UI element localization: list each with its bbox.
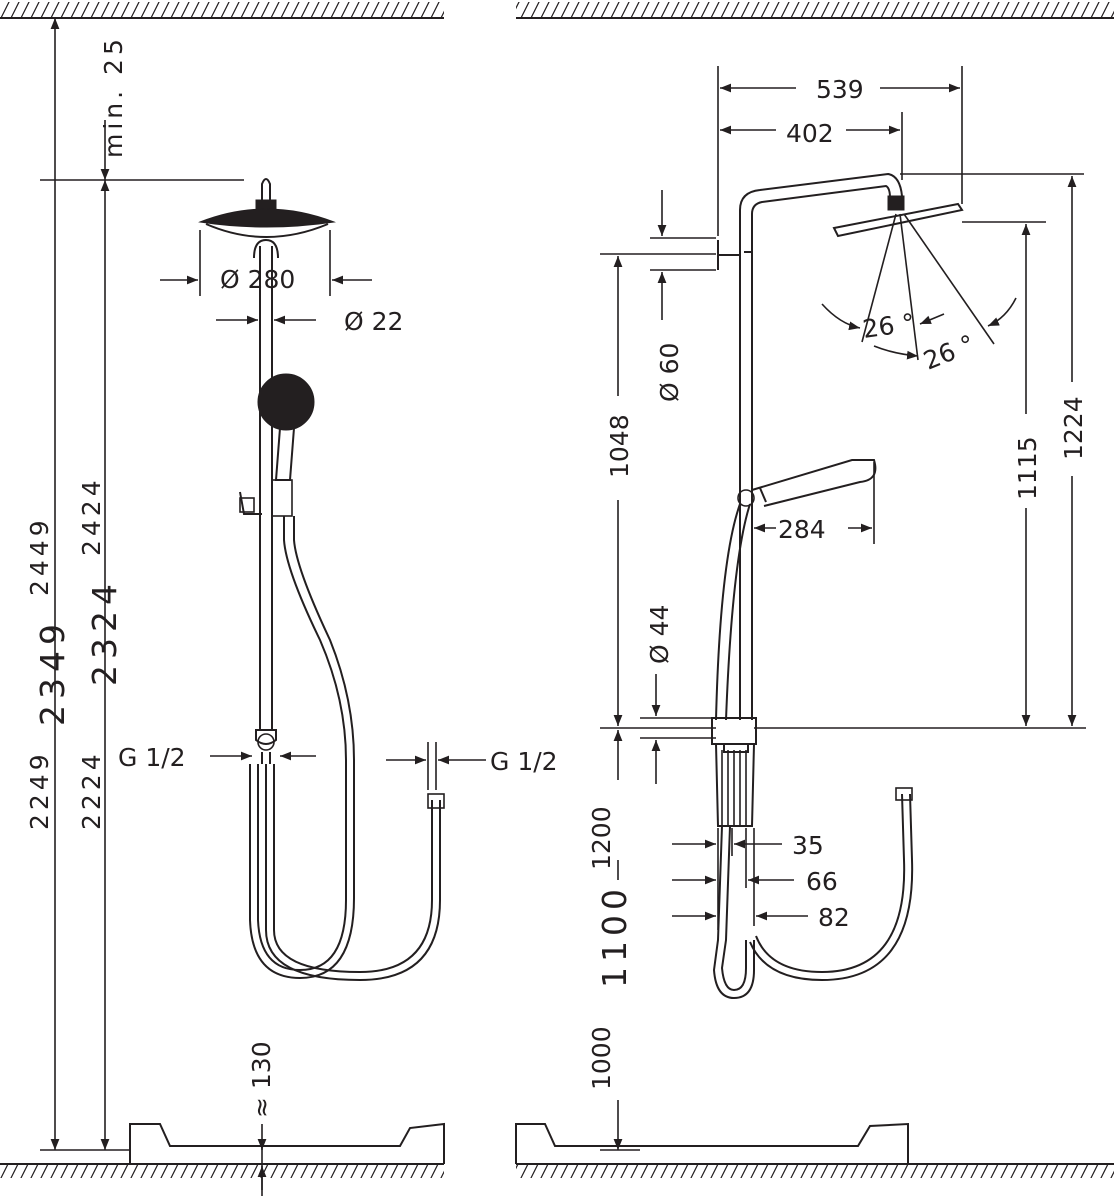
dim-nominal-height-b: 2324	[85, 578, 124, 686]
dim-nominal-height-a: 2349	[33, 618, 72, 726]
left-shower-tray	[129, 1122, 445, 1164]
left-shower-assembly	[198, 178, 445, 982]
dim-arm-to-head: 402	[786, 119, 834, 148]
dim-wall-distance: ≈ 130	[247, 1041, 276, 1118]
dim-connection-left: G 1/2	[118, 743, 186, 772]
dim-total-height-a: 2449	[25, 516, 54, 596]
dim-head-diameter: Ø 280	[220, 265, 295, 294]
dim-clearance-top: min. 25	[99, 35, 128, 158]
dim-projection-a: 35	[792, 831, 824, 860]
dim-mount-height-c: 1000	[587, 1026, 616, 1090]
right-shower-tray	[515, 1122, 909, 1164]
dim-base-height-a: 2249	[25, 750, 54, 830]
dim-outlet-diameter: Ø 44	[645, 605, 674, 664]
dim-mount-height-a: 1200	[587, 806, 616, 870]
dim-total-height-b: 2424	[77, 476, 106, 556]
dim-projection-c: 82	[818, 903, 850, 932]
dim-head-height: 1224	[1059, 396, 1088, 460]
dim-connection-right: G 1/2	[490, 747, 558, 776]
left-dimensions: min. 25 Ø 280 Ø 22 G 1/2 G 1/2 ≈ 130 244…	[25, 18, 558, 1196]
right-floor	[516, 1163, 1114, 1178]
dim-upper-mount-height: 1048	[605, 414, 634, 478]
dim-projection-b: 66	[806, 867, 838, 896]
dim-head-to-thermostat: 1115	[1013, 436, 1042, 500]
left-floor	[0, 1163, 444, 1178]
dim-pipe-diameter: Ø 22	[344, 307, 403, 336]
right-ceiling	[516, 2, 1114, 19]
dim-base-height-b: 2224	[77, 750, 106, 830]
dim-mount-height-b: 1100	[595, 884, 634, 988]
dim-spray-angle-a: 26 °	[861, 308, 917, 344]
dim-hand-shower-length: 284	[778, 515, 826, 544]
right-shower-assembly	[711, 172, 995, 1000]
dim-escutcheon-diameter: Ø 60	[655, 343, 684, 402]
left-ceiling	[0, 2, 444, 19]
dim-arm-length: 539	[816, 75, 864, 104]
dim-spray-angle-b: 26 °	[919, 329, 978, 375]
right-dimensions: 539 402 1224 1115 1048 Ø 60 26 ° 26 ° 28…	[587, 66, 1088, 1151]
